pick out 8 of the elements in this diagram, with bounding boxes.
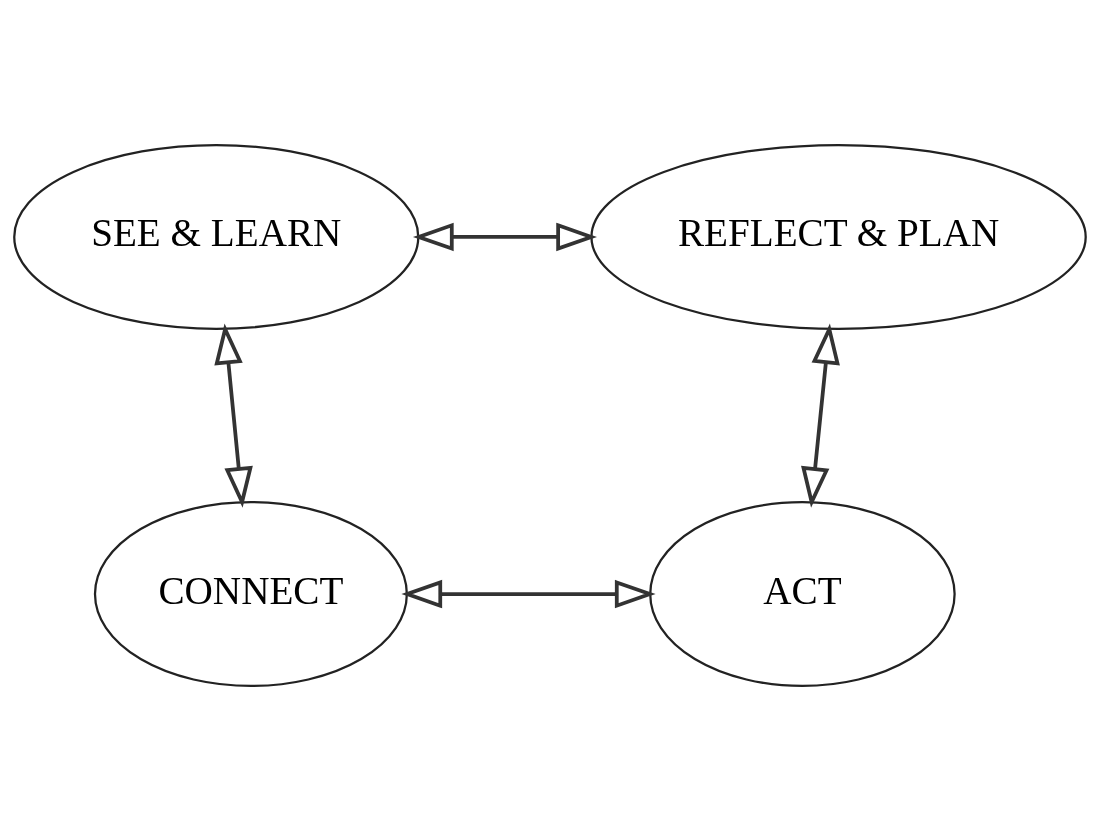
arrow xyxy=(801,323,840,508)
node-ellipse: SEE & LEARN xyxy=(13,143,420,330)
arrow xyxy=(412,222,597,251)
arrow xyxy=(401,579,656,608)
node-ellipse: REFLECT & PLAN xyxy=(590,143,1087,330)
node-ellipse: ACT xyxy=(649,500,956,687)
arrow xyxy=(214,323,253,508)
node-ellipse: CONNECT xyxy=(93,500,408,687)
